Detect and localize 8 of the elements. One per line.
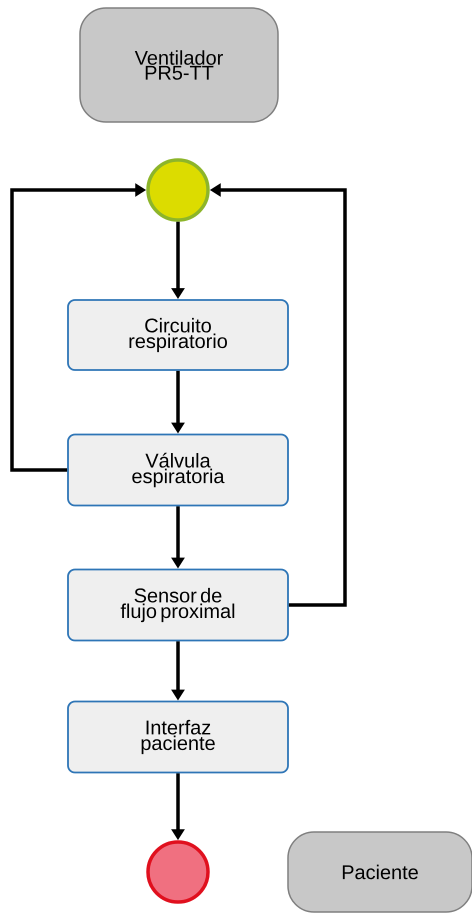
rounded-box: Ventilador PR5-TT	[79, 7, 279, 123]
process-box: Circuito respiratorio	[67, 299, 289, 371]
process-box: Interfaz paciente	[67, 700, 289, 774]
circle-node	[146, 840, 210, 904]
process-box: Válvula espiratoria	[67, 434, 289, 506]
process-box: Sensor de flujo proximal	[67, 568, 289, 642]
rounded-box: Paciente	[287, 831, 472, 913]
circle-node	[146, 158, 210, 222]
